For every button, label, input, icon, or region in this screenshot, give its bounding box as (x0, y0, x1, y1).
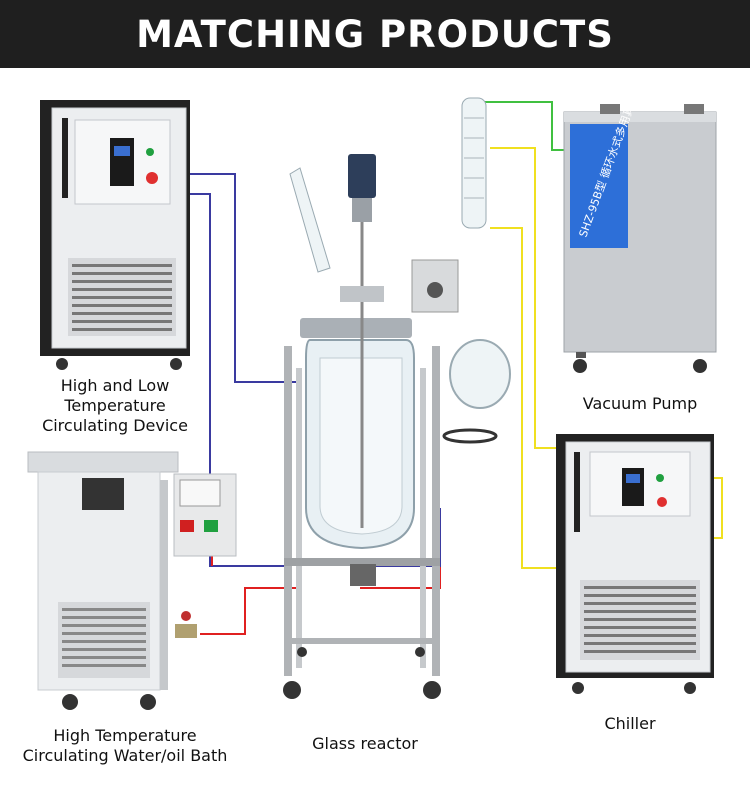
label-line: High and Low (60, 376, 170, 395)
label-line: Chiller (604, 714, 656, 733)
tube-blue-2 (188, 193, 290, 567)
tube-green (475, 101, 568, 151)
label-line: Vacuum Pump (582, 394, 698, 413)
page-title: MATCHING PRODUCTS (136, 12, 614, 56)
label-line: Circulating Device (42, 416, 188, 435)
label-line: Glass reactor (312, 734, 418, 753)
chiller (556, 434, 714, 694)
label-vacuum-pump: Vacuum Pump (560, 394, 720, 414)
tube-red-2 (200, 587, 300, 635)
label-line: High Temperature (53, 726, 197, 745)
high-low-temperature-device (40, 100, 190, 370)
label-line: Temperature (64, 396, 166, 415)
label-chiller: Chiller (570, 714, 690, 734)
label-high-low-temperature-device: High and Low Temperature Circulating Dev… (20, 376, 210, 436)
tube-blue-1 (188, 173, 300, 383)
glass-reactor (283, 97, 511, 699)
header-banner: MATCHING PRODUCTS (0, 0, 750, 68)
label-glass-reactor: Glass reactor (290, 734, 440, 754)
label-high-temperature-bath: High Temperature Circulating Water/oil B… (0, 726, 250, 766)
tube-yellow-2 (490, 227, 556, 569)
high-temperature-bath (27, 451, 237, 710)
tube-yellow-1 (490, 147, 556, 449)
product-illustration: SHZ-95B型 循环水式多用真空泵 (27, 82, 723, 710)
label-line: Circulating Water/oil Bath (22, 746, 228, 765)
vacuum-pump: SHZ-95B型 循环水式多用真空泵 (563, 82, 717, 373)
tube-yellow-3 (712, 477, 723, 539)
